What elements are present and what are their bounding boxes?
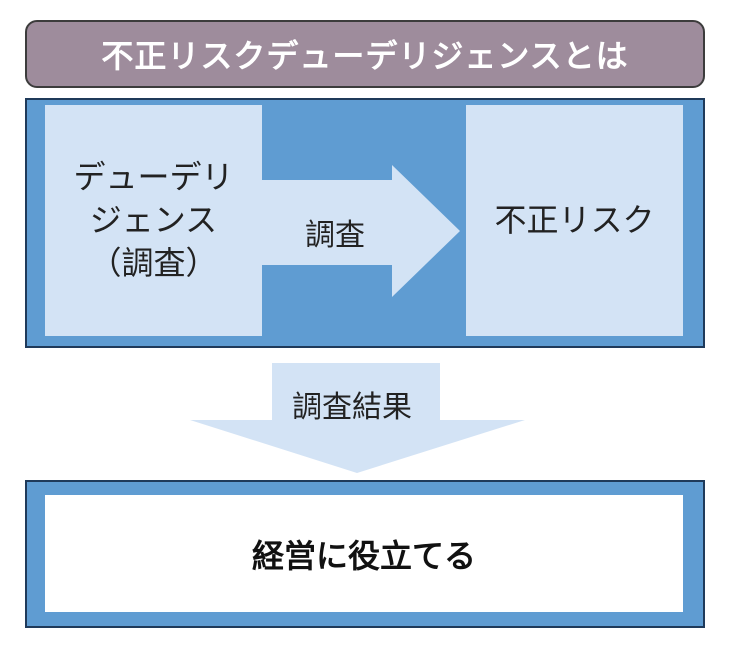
fraud-risk-label: 不正リスク [494, 201, 655, 239]
due-diligence-line2: ジェンス [89, 201, 218, 239]
due-diligence-line1: デューデリ [73, 158, 234, 196]
diagram-title: 不正リスクデューデリジェンスとは [25, 20, 705, 88]
fraud-risk-box: 不正リスク [466, 105, 683, 336]
investigation-arrow-label: 調査 [305, 218, 365, 253]
down-arrow [190, 363, 525, 473]
result-label: 経営に役立てる [251, 536, 476, 575]
results-arrow-label: 調査結果 [292, 390, 412, 425]
result-box: 経営に役立てる [45, 495, 683, 612]
right-arrow [262, 165, 460, 297]
due-diligence-line3: （調査） [89, 244, 218, 282]
due-diligence-box: デューデリ ジェンス （調査） [45, 105, 262, 336]
